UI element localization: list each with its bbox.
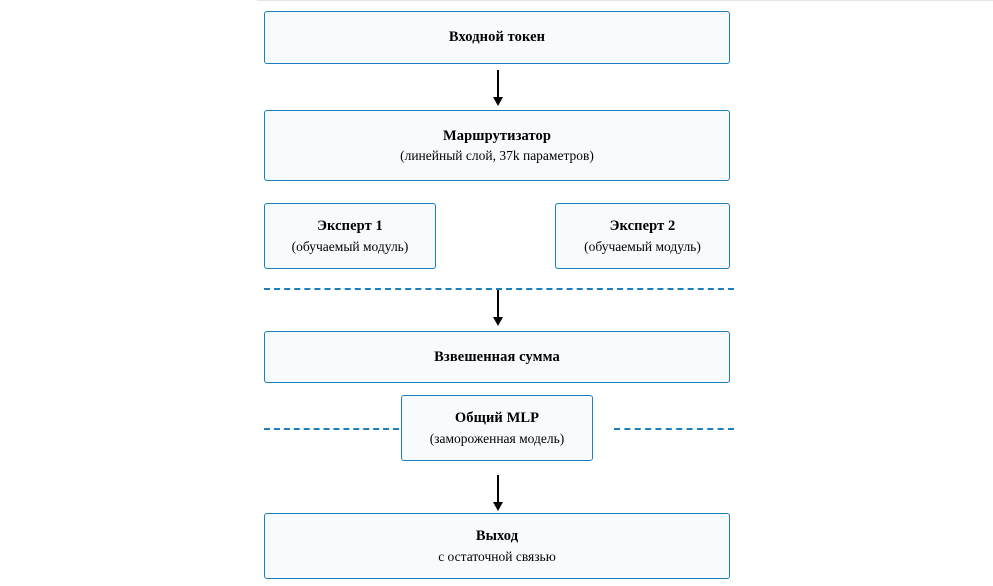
node-expert-1-subtitle: (обучаемый модуль) — [291, 238, 409, 254]
node-shared-mlp-title: Общий MLP — [454, 410, 540, 427]
node-router-subtitle: (линейный слой, 37k параметров) — [400, 148, 594, 164]
arrow-head — [493, 317, 503, 326]
node-expert-1[interactable]: Эксперт 1 (обучаемый модуль) — [264, 203, 436, 269]
arrow-head — [493, 502, 503, 511]
node-router-title: Маршрутизатор — [442, 127, 552, 144]
node-expert-2-subtitle: (обучаемый модуль) — [584, 238, 701, 254]
arrow-input-to-router — [489, 70, 507, 106]
node-shared-mlp-subtitle: (замороженная модель) — [429, 430, 565, 446]
arrow-mlp-to-output — [489, 475, 507, 511]
node-weighted-sum-title: Взвешенная сумма — [434, 348, 560, 365]
node-shared-mlp[interactable]: Общий MLP (замороженная модель) — [401, 395, 593, 461]
node-expert-1-title: Эксперт 1 — [317, 218, 383, 235]
node-router[interactable]: Маршрутизатор (линейный слой, 37k параме… — [264, 110, 730, 181]
node-input-token[interactable]: Входной токен — [264, 11, 730, 64]
node-output-subtitle: с остаточной связью — [438, 548, 556, 564]
arrow-shaft — [497, 70, 499, 98]
mlp-right-dashed — [614, 428, 734, 430]
node-output[interactable]: Выход с остаточной связью — [264, 513, 730, 579]
arrow-shaft — [497, 475, 499, 503]
top-border-line — [257, 0, 993, 1]
node-expert-2-title: Эксперт 2 — [609, 218, 676, 235]
arrow-experts-to-sum — [489, 290, 507, 326]
experts-boundary-dashed — [264, 288, 734, 290]
arrow-head — [493, 97, 503, 106]
node-weighted-sum[interactable]: Взвешенная сумма — [264, 331, 730, 383]
node-output-title: Выход — [475, 528, 519, 545]
node-expert-2[interactable]: Эксперт 2 (обучаемый модуль) — [555, 203, 730, 269]
arrow-shaft — [497, 290, 499, 318]
mlp-left-dashed — [264, 428, 399, 430]
node-input-token-title: Входной токен — [448, 29, 546, 46]
